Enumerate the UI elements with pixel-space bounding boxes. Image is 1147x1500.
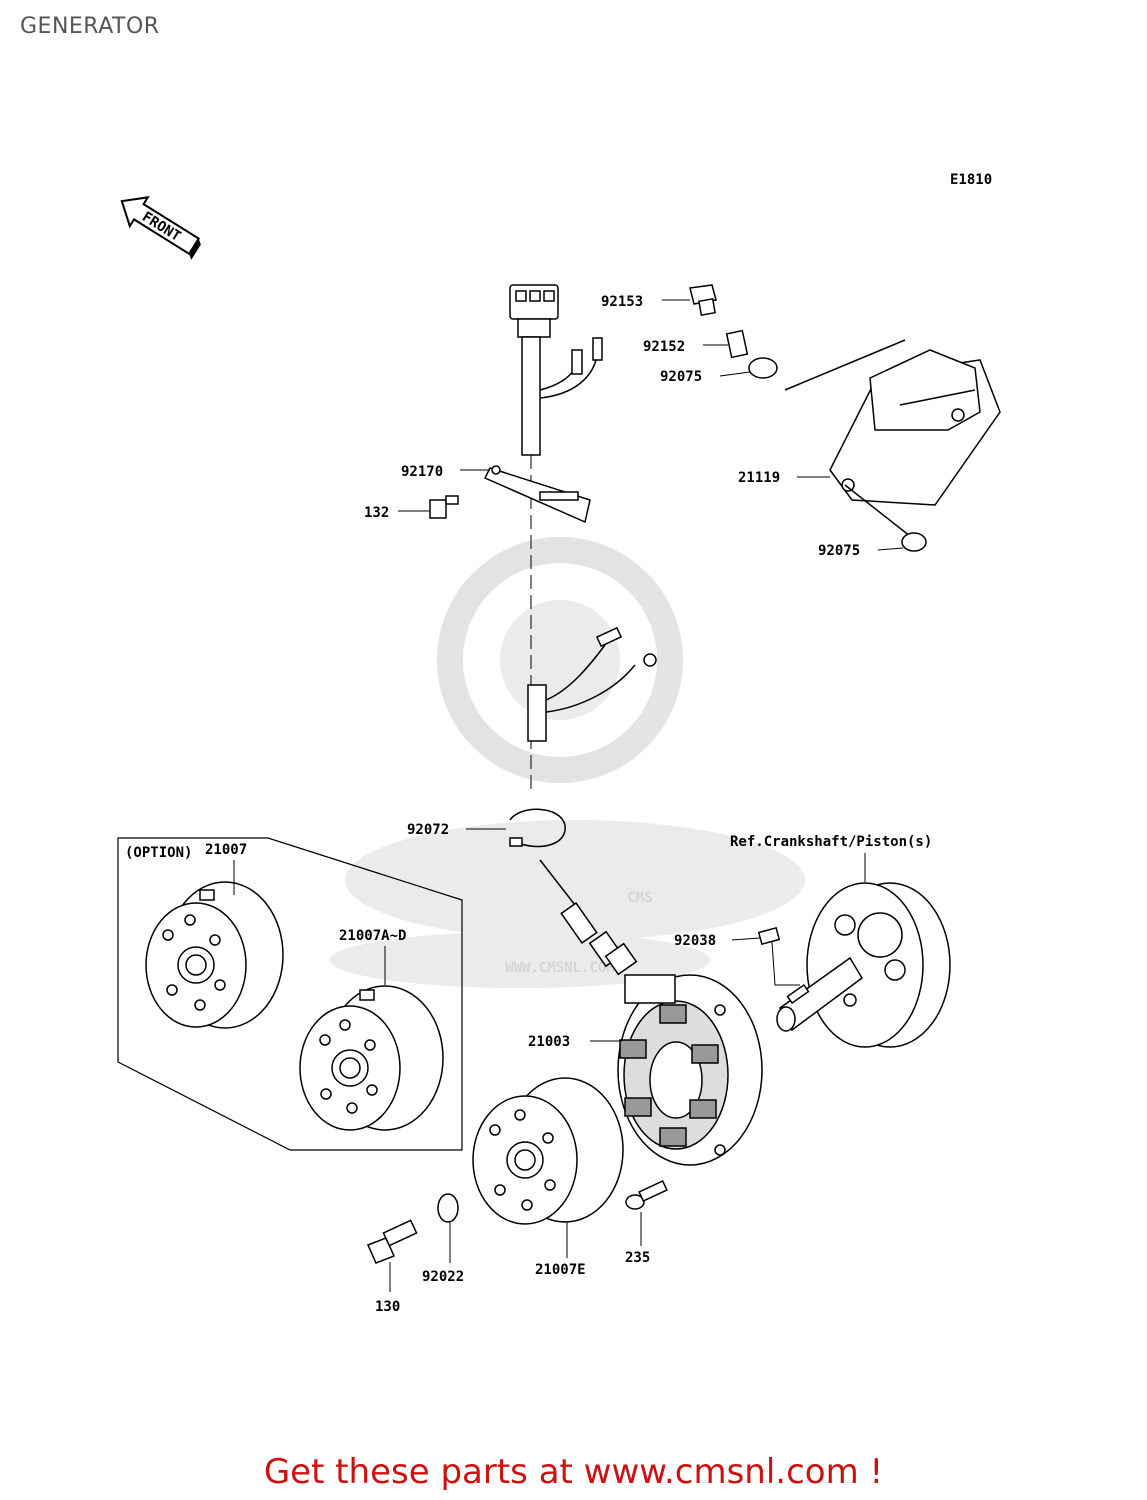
harness-connector: [509, 284, 603, 456]
flywheel-21007: [145, 881, 284, 1029]
callout-21003: 21003: [528, 1034, 570, 1050]
stator-21003: [617, 974, 763, 1166]
clamp-92072: [509, 808, 566, 848]
flywheel-21007a-d: [299, 985, 444, 1131]
flywheel-21007e: [472, 1077, 624, 1225]
washer-92022: [437, 1193, 459, 1223]
watermark-brand: CMS: [627, 890, 652, 906]
cmsnl-parts-link[interactable]: Get these parts at www.cmsnl.com !: [263, 1452, 884, 1492]
parts-diagram: CMS WWW.CMSNL.COM E1810 FRONT: [117, 172, 1001, 1315]
callout-92170: 92170: [401, 464, 443, 480]
callout-21007a-d: 21007A~D: [339, 928, 406, 944]
callout-92075-upper: 92075: [660, 369, 702, 385]
key-92038-leader: [771, 941, 800, 986]
callout-21007: 21007: [205, 842, 247, 858]
collar-92152: [725, 329, 749, 359]
front-arrow-icon: FRONT: [120, 196, 201, 260]
option-label: (OPTION): [125, 845, 192, 861]
callout-92153: 92153: [601, 294, 643, 310]
screw-235: [625, 1179, 668, 1210]
key-92038: [757, 926, 781, 946]
callout-leaders: [233, 299, 904, 1292]
grommet-92075-upper: [748, 357, 778, 379]
cable-grommet: [527, 626, 657, 742]
callout-92072: 92072: [407, 822, 449, 838]
regulator-21119: [784, 339, 1001, 541]
bolt-130: [366, 1219, 418, 1264]
callout-21007e: 21007E: [535, 1262, 586, 1278]
stator-lead: [539, 859, 638, 976]
callout-92075-lower: 92075: [818, 543, 860, 559]
callout-21119: 21119: [738, 470, 780, 486]
bolt-132: [429, 495, 459, 519]
callout-92038: 92038: [674, 933, 716, 949]
callout-132: 132: [364, 505, 389, 521]
callout-130: 130: [375, 1299, 400, 1315]
crankshaft-ref: [776, 882, 951, 1048]
bracket-92170: [483, 465, 591, 524]
callout-labels: 92153 92152 92075 21119 92075 92170 132 …: [205, 294, 932, 1315]
diagram-code: E1810: [950, 172, 992, 188]
callout-235: 235: [625, 1250, 650, 1266]
callout-92152: 92152: [643, 339, 685, 355]
option-box: (OPTION): [117, 837, 463, 1151]
bolt-92153: [689, 284, 717, 316]
grommet-92075-lower: [901, 532, 927, 552]
page-title: GENERATOR: [20, 14, 160, 39]
callout-92022: 92022: [422, 1269, 464, 1285]
ref-crankshaft-note: Ref.Crankshaft/Piston(s): [730, 834, 932, 850]
watermark-url: WWW.CMSNL.COM: [505, 960, 615, 976]
